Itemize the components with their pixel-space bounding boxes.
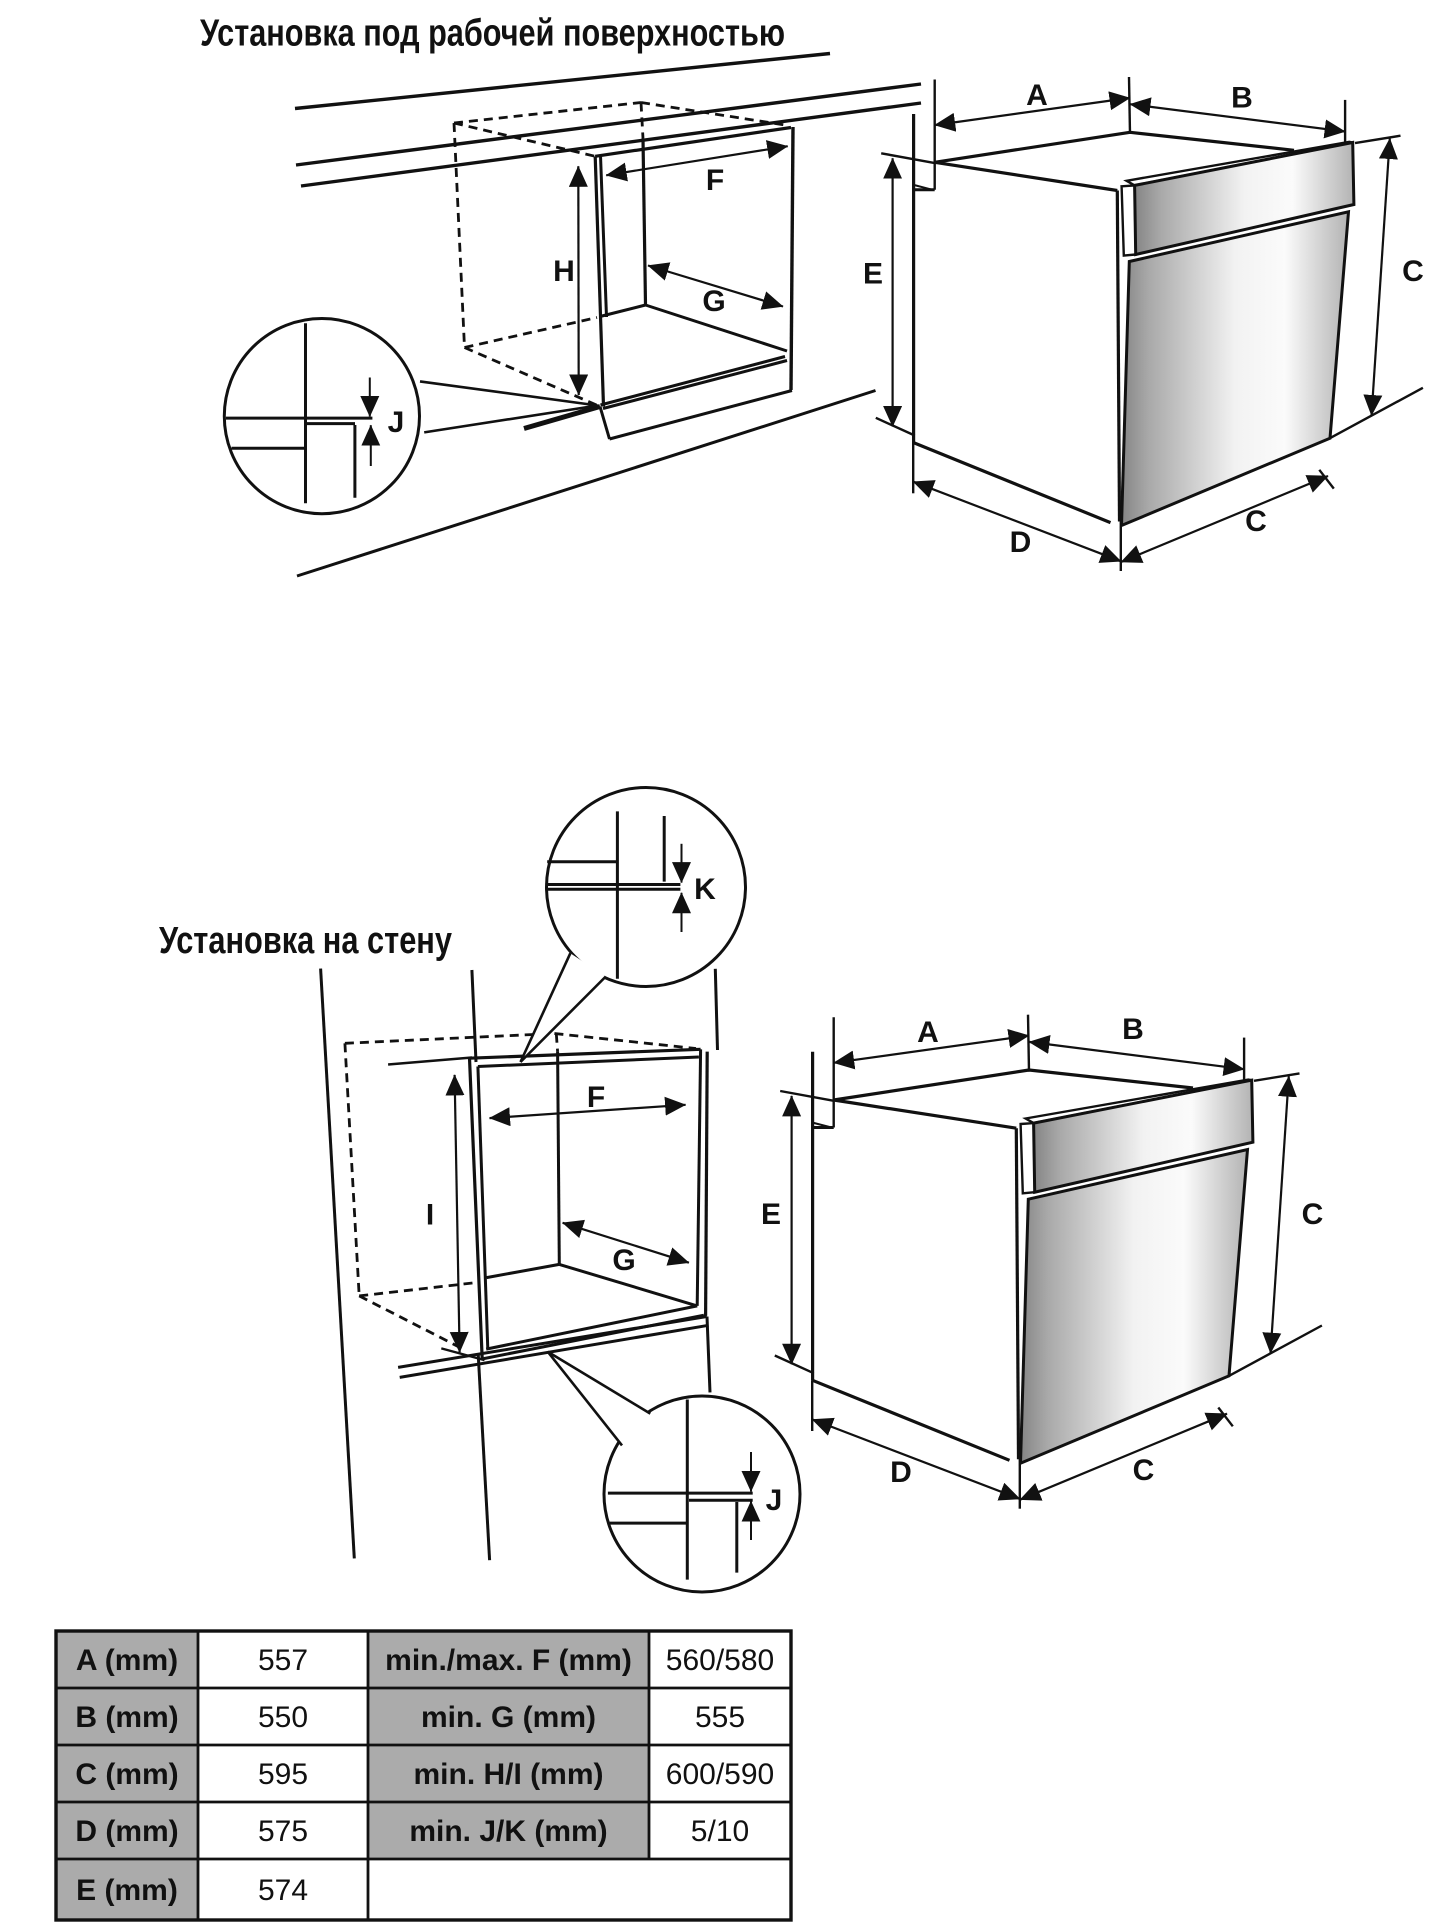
svg-text:K: K	[694, 873, 716, 906]
svg-text:574: 574	[258, 1874, 308, 1907]
svg-text:J: J	[388, 406, 405, 439]
svg-text:A: A	[1026, 79, 1048, 112]
svg-text:575: 575	[258, 1815, 308, 1848]
svg-text:min. J/K (mm): min. J/K (mm)	[409, 1815, 607, 1848]
svg-text:Установка под рабочей поверхно: Установка под рабочей поверхностью	[200, 13, 785, 55]
svg-text:G: G	[612, 1244, 635, 1277]
svg-text:C: C	[1402, 255, 1424, 288]
svg-text:C: C	[1133, 1454, 1155, 1487]
svg-text:H: H	[553, 255, 575, 288]
svg-text:B: B	[1122, 1013, 1144, 1046]
svg-text:F: F	[587, 1081, 605, 1114]
svg-text:D: D	[1010, 526, 1032, 559]
svg-text:560/580: 560/580	[666, 1644, 774, 1677]
svg-text:5/10: 5/10	[691, 1815, 749, 1848]
svg-text:E: E	[863, 257, 883, 290]
svg-text:E: E	[761, 1198, 781, 1231]
svg-text:F: F	[706, 164, 724, 197]
svg-text:J: J	[766, 1484, 783, 1517]
svg-text:I: I	[426, 1199, 434, 1232]
svg-text:Установка на стену: Установка на стену	[159, 920, 452, 962]
svg-text:A (mm): A (mm)	[76, 1644, 178, 1677]
svg-text:G: G	[702, 285, 725, 318]
svg-text:min. G (mm): min. G (mm)	[421, 1701, 596, 1734]
svg-text:D (mm): D (mm)	[75, 1815, 178, 1848]
svg-text:B: B	[1231, 82, 1253, 115]
svg-text:D: D	[890, 1456, 912, 1489]
svg-text:550: 550	[258, 1701, 308, 1734]
svg-text:E (mm): E (mm)	[76, 1874, 178, 1907]
svg-text:A: A	[917, 1016, 939, 1049]
svg-text:B (mm): B (mm)	[75, 1701, 178, 1734]
svg-text:557: 557	[258, 1644, 308, 1677]
svg-text:C: C	[1245, 505, 1267, 538]
svg-text:C (mm): C (mm)	[75, 1758, 178, 1791]
svg-text:600/590: 600/590	[666, 1758, 774, 1791]
svg-text:min. H/I (mm): min. H/I (mm)	[413, 1758, 603, 1791]
svg-text:min./max. F (mm): min./max. F (mm)	[385, 1644, 632, 1677]
svg-text:595: 595	[258, 1758, 308, 1791]
svg-text:C: C	[1302, 1198, 1324, 1231]
svg-text:555: 555	[695, 1701, 745, 1734]
